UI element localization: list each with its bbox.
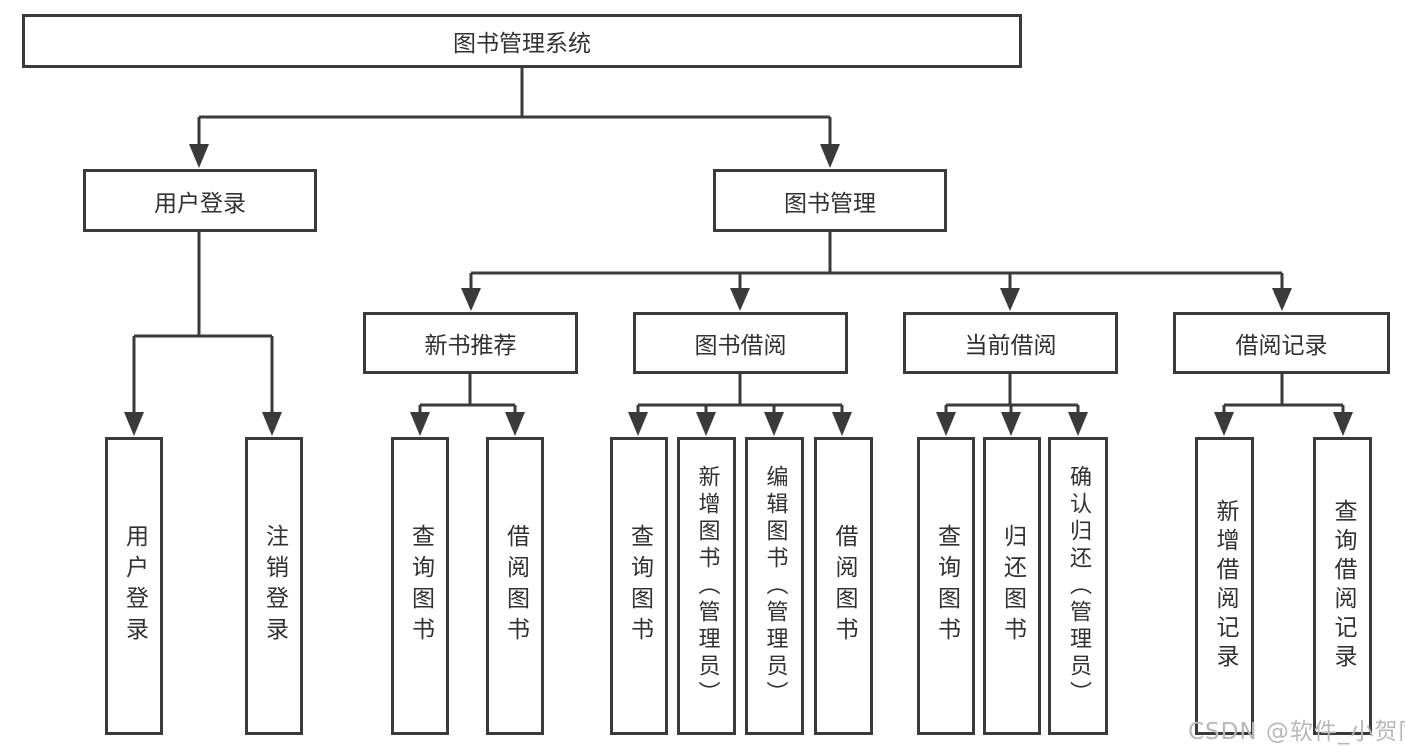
arrowhead-recommend-borrow (505, 412, 525, 436)
leaf-recommend-query-books: 查询图书 (391, 437, 449, 735)
arrowhead-records-add (1214, 412, 1234, 436)
leaf-confirm-return-admin-label: 确认归还（管理员） (1066, 464, 1091, 708)
leaf-recommend-borrow-books: 借阅图书 (486, 437, 544, 735)
leaf-recommend-query-books-label: 查询图书 (407, 524, 434, 648)
arrowhead-recommend-query (410, 412, 430, 436)
leaf-add-borrow-record: 新增借阅记录 (1195, 437, 1254, 735)
node-new-book-recommend-label: 新书推荐 (424, 333, 517, 359)
node-book-management-label: 图书管理 (784, 190, 876, 217)
connector-borrow-children (628, 373, 852, 436)
leaf-return-books-label: 归还图书 (999, 524, 1026, 648)
leaf-borrow-query-books: 查询图书 (610, 437, 668, 735)
leaf-borrow-lend-books-label: 借阅图书 (831, 524, 857, 648)
arrowhead-current-return (1001, 412, 1021, 436)
arrowhead-borrow-edit (764, 412, 784, 436)
arrowhead-mgmt (820, 144, 840, 168)
leaf-query-borrow-record: 查询借阅记录 (1313, 437, 1372, 735)
leaf-recommend-borrow-books-label: 借阅图书 (502, 524, 529, 648)
arrowhead-current-confirm (1068, 412, 1088, 436)
arrowhead-records (1272, 288, 1292, 311)
arrowhead-login-user (124, 412, 144, 436)
connector-mgmt-children (461, 231, 1292, 311)
node-book-management: 图书管理 (713, 169, 947, 232)
leaf-add-books-admin-label: 新增图书（管理员） (694, 464, 720, 708)
leaf-return-books: 归还图书 (983, 437, 1041, 735)
node-borrowing-records: 借阅记录 (1173, 312, 1390, 374)
leaf-logout: 注销登录 (245, 437, 303, 735)
leaf-user-login: 用户登录 (105, 437, 163, 735)
leaf-edit-books-admin: 编辑图书（管理员） (745, 437, 804, 735)
leaf-query-borrow-record-label: 查询借阅记录 (1330, 499, 1356, 673)
leaf-logout-label: 注销登录 (261, 524, 288, 648)
arrowhead-borrow-lend (832, 412, 852, 436)
arrowhead-recommend (461, 288, 481, 311)
arrowhead-records-query (1333, 412, 1353, 436)
node-current-borrowing-label: 当前借阅 (964, 333, 1057, 359)
leaf-current-query-books-label: 查询图书 (933, 524, 960, 648)
node-user-login-label: 用户登录 (154, 190, 246, 217)
arrowhead-current (1000, 288, 1020, 311)
leaf-confirm-return-admin: 确认归还（管理员） (1048, 437, 1108, 735)
leaf-edit-books-admin-label: 编辑图书（管理员） (762, 464, 788, 708)
leaf-borrow-query-books-label: 查询图书 (626, 524, 653, 648)
node-new-book-recommend: 新书推荐 (363, 312, 578, 374)
leaf-add-borrow-record-label: 新增借阅记录 (1212, 499, 1238, 673)
node-root-label: 图书管理系统 (453, 31, 591, 57)
node-root: 图书管理系统 (22, 14, 1022, 68)
arrowhead-borrow-add (696, 412, 716, 436)
connector-recommend-children (410, 373, 525, 436)
node-book-borrowing: 图书借阅 (633, 312, 848, 374)
connector-login-children (124, 231, 282, 436)
node-current-borrowing: 当前借阅 (903, 312, 1118, 374)
arrowhead-login (189, 144, 209, 168)
connector-root-children (189, 66, 840, 168)
leaf-user-login-label: 用户登录 (121, 524, 148, 648)
arrowhead-borrow-query (628, 412, 648, 436)
node-book-borrowing-label: 图书借阅 (694, 333, 787, 359)
watermark-text: CSDN @软件_小贺同学 (1188, 719, 1405, 745)
leaf-borrow-lend-books: 借阅图书 (814, 437, 873, 735)
arrowhead-borrow (730, 288, 750, 311)
leaf-add-books-admin: 新增图书（管理员） (677, 437, 736, 735)
arrowhead-login-logout (262, 412, 282, 436)
leaf-current-query-books: 查询图书 (917, 437, 975, 735)
connector-records-children (1214, 373, 1353, 436)
arrowhead-current-query (936, 412, 956, 436)
connector-current-children (936, 373, 1088, 436)
node-user-login: 用户登录 (83, 169, 317, 232)
node-borrowing-records-label: 借阅记录 (1235, 333, 1328, 359)
